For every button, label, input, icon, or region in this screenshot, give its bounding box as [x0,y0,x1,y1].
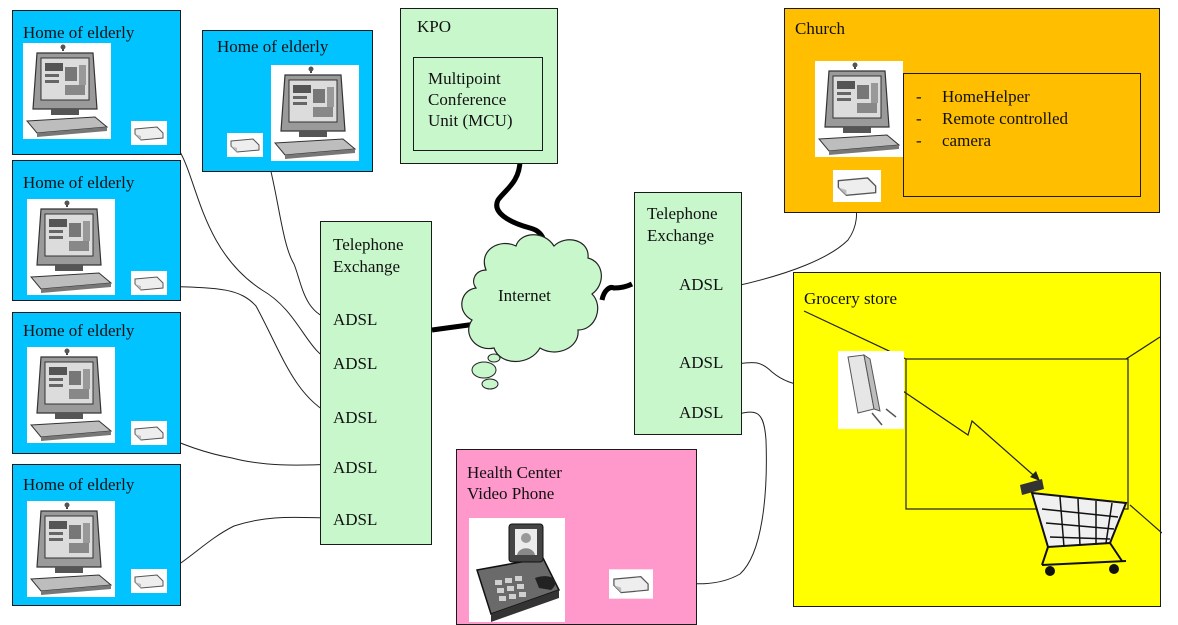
home-of-elderly-5: Home of elderly [12,464,181,606]
computer-icon [23,43,112,140]
computer-icon [815,61,904,158]
grocery-label: Grocery store [804,289,897,308]
adsl-port-right-1: ADSL [679,275,724,294]
adsl-port-left-5: ADSL [333,510,378,529]
adsl-modem-icon [131,271,167,295]
mcu-line: Unit (MCU) [428,111,513,130]
service-item: HomeHelper [908,86,1068,108]
grocery-store-box: Grocery store [793,272,1162,607]
health-title-line: Video Phone [467,484,555,503]
computer-icon [27,199,116,296]
exchange-title-line: Telephone [333,235,404,254]
kpo-label: KPO [417,17,452,36]
home-label: Home of elderly [217,37,329,56]
home-label: Home of elderly [23,475,135,494]
health-center-title: Health Center Video Phone [467,462,562,504]
computer-icon [27,347,116,444]
computer-icon [271,65,360,162]
service-item-continuation: camera [908,130,1068,152]
wireless-access-point-icon [838,351,904,429]
home-label: Home of elderly [23,173,135,192]
church-box: Church HomeHelper Remote controlled came… [784,8,1160,213]
shopping-cart-icon [1020,479,1128,576]
computer-icon [27,501,116,598]
service-item: Remote controlled [908,108,1068,130]
internet-label: Internet [498,286,551,305]
home-of-elderly-1: Home of elderly [12,10,181,155]
church-label: Church [795,19,846,38]
adsl-modem-icon [131,421,167,445]
adsl-modem-icon [131,121,167,145]
exchange-title-line: Telephone [647,204,718,223]
mcu-line: Conference [428,90,507,109]
adsl-modem-icon [833,169,881,203]
adsl-port-left-1: ADSL [333,310,378,329]
home-label: Home of elderly [23,321,135,340]
internet-cloud-icon [461,234,602,390]
telephone-exchange-right: Telephone Exchange ADSL ADSL ADSL [634,192,742,435]
church-services-box: HomeHelper Remote controlled camera [903,73,1141,197]
adsl-modem-icon [609,568,653,600]
exchange-title-line: Exchange [647,226,715,245]
exchange-title: Telephone Exchange [333,234,404,278]
mcu-line: Multipoint [428,69,501,88]
home-of-elderly-3: Home of elderly [12,160,181,301]
adsl-port-left-4: ADSL [333,458,378,477]
kpo-box: KPO Multipoint Conference Unit (MCU) [400,8,558,164]
health-center-box: Health Center Video Phone [456,449,697,625]
adsl-port-left-2: ADSL [333,354,378,373]
church-services-list: HomeHelper Remote controlled camera [908,86,1068,152]
adsl-modem-icon [131,569,167,593]
adsl-port-left-3: ADSL [333,408,378,427]
home-of-elderly-4: Home of elderly [12,312,181,454]
telephone-exchange-left: Telephone Exchange ADSL ADSL ADSL ADSL A… [320,221,432,545]
adsl-port-right-3: ADSL [679,403,724,422]
video-phone-icon [469,518,565,622]
home-of-elderly-2: Home of elderly [202,30,373,172]
home-label: Home of elderly [23,23,135,42]
health-title-line: Health Center [467,463,562,482]
adsl-modem-icon [227,133,263,157]
exchange-title-line: Exchange [333,257,401,276]
mcu-label: Multipoint Conference Unit (MCU) [428,68,513,131]
mcu-box: Multipoint Conference Unit (MCU) [413,57,543,151]
exchange-title: Telephone Exchange [647,203,718,247]
adsl-port-right-2: ADSL [679,353,724,372]
